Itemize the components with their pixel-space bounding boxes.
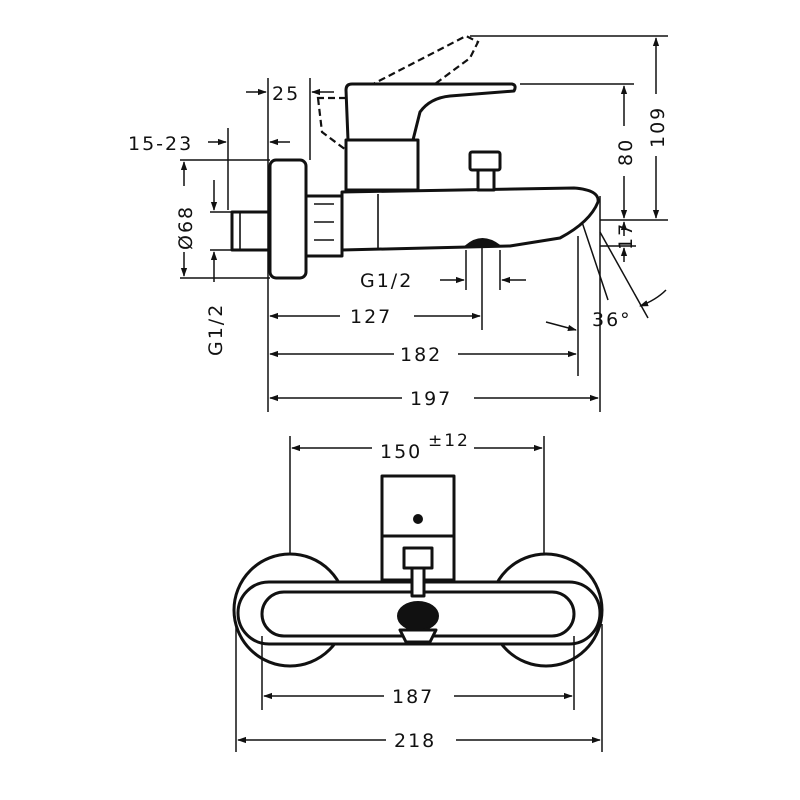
wall-connection-pipe <box>230 210 272 252</box>
outlet-aerator-front <box>397 601 439 631</box>
dim-g12-vertical-label: G1/2 <box>205 303 227 356</box>
dim-127-label: 127 <box>350 306 392 328</box>
dim-17-label: 17 <box>615 222 637 250</box>
dim-182-label: 182 <box>400 344 442 366</box>
dim-15-23-label: 15-23 <box>128 133 193 155</box>
wall-rosette <box>268 158 308 280</box>
dim-197-label: 197 <box>410 388 452 410</box>
dim-218-label: 218 <box>394 730 436 752</box>
dim-g12-outlet-label: G1/2 <box>360 270 413 292</box>
dim-150-label: 150 <box>380 441 422 463</box>
diverter-neck <box>402 546 434 570</box>
lever-handle <box>344 82 517 142</box>
lever-screw <box>413 514 423 524</box>
diverter-stem-front <box>410 566 426 598</box>
outlet-aerator <box>463 238 503 247</box>
lever-raised-outline <box>316 34 480 152</box>
cartridge-housing <box>344 138 420 192</box>
dim-36-label: 36° <box>592 309 632 331</box>
lever-head <box>380 474 456 538</box>
dim-109-label: 109 <box>647 106 669 148</box>
dim-25-label: 25 <box>272 83 300 105</box>
diverter-stem <box>476 168 496 192</box>
front-view: 150 ±12 187 218 <box>232 431 604 752</box>
dim-150-tolerance: ±12 <box>428 431 470 451</box>
side-view: 25 15-23 Ø68 G1/2 G1/2 127 182 197 <box>128 34 669 412</box>
dim-d68-label: Ø68 <box>175 205 197 250</box>
dim-187-label: 187 <box>392 686 434 708</box>
spout-body <box>340 186 600 252</box>
dim-80-label: 80 <box>615 138 637 166</box>
diverter-knob <box>468 150 502 172</box>
union-nut <box>304 194 344 258</box>
